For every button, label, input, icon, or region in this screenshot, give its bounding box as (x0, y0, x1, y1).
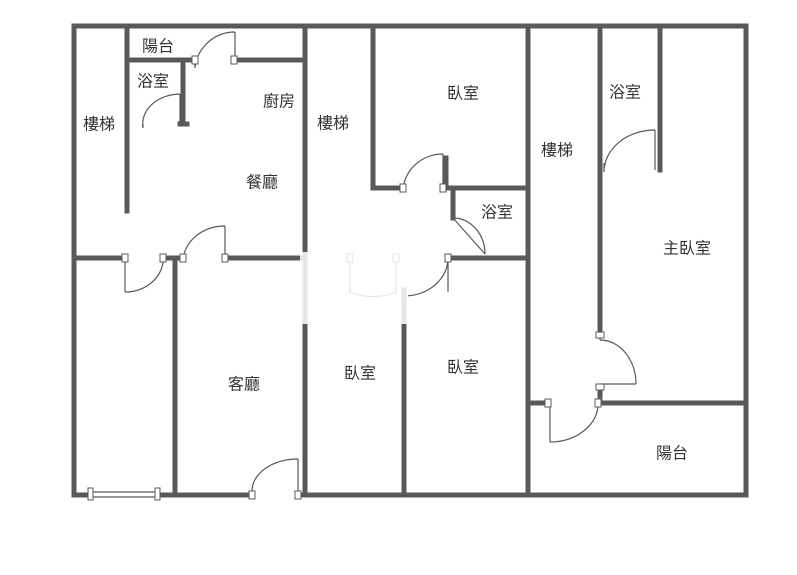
label-bath-right: 浴室 (609, 83, 641, 102)
label-balcony-top: 陽台 (142, 37, 174, 56)
label-stairs-left: 樓梯 (83, 115, 115, 134)
door-bath-center (452, 217, 486, 255)
label-kitchen: 廚房 (263, 92, 295, 111)
door-master (599, 336, 637, 385)
label-bedroom-bottom-right: 臥室 (447, 358, 479, 377)
door-bath-left (142, 93, 181, 129)
watermark (300, 252, 408, 324)
window-bottom-left (87, 487, 161, 501)
label-balcony-bottom: 陽台 (656, 444, 688, 463)
label-bedroom-bottom-left: 臥室 (344, 364, 376, 383)
door-balcony-top (194, 31, 236, 69)
door-balcony-bottom (549, 403, 599, 443)
label-dining: 餐廳 (246, 173, 278, 192)
room-labels: 陽台 浴室 樓梯 廚房 餐廳 樓梯 臥室 浴室 樓梯 浴室 主臥室 客廳 臥室 … (83, 37, 711, 463)
label-bedroom-top: 臥室 (447, 84, 479, 103)
label-stairs-center: 樓梯 (317, 114, 349, 133)
door-bedroom-bottom-right (403, 257, 449, 297)
door-entrance (251, 458, 299, 495)
door-bedroom-top (402, 153, 444, 193)
door-dining (182, 225, 226, 263)
label-bath-left: 浴室 (137, 72, 169, 91)
label-living-room: 客廳 (228, 375, 260, 394)
label-master-bedroom: 主臥室 (663, 239, 711, 258)
door-stair-left (124, 258, 164, 293)
label-bath-center: 浴室 (481, 203, 513, 222)
door-bath-right (603, 129, 656, 173)
label-stairs-right: 樓梯 (541, 141, 573, 160)
walls (71, 23, 749, 498)
